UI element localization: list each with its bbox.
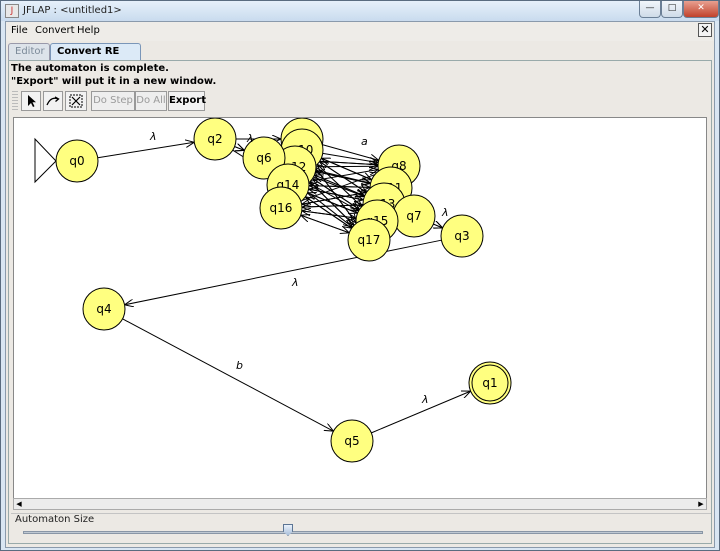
- automaton-size-label: Automaton Size: [15, 514, 95, 525]
- title-bar[interactable]: J JFLAP : <untitled1> — □ ✕: [1, 1, 719, 21]
- status-line-1: The automaton is complete.: [11, 63, 169, 74]
- deexpressionify-icon[interactable]: [65, 91, 87, 111]
- do-step-button[interactable]: Do Step: [91, 91, 135, 111]
- transition-q5-q1[interactable]: [371, 391, 470, 434]
- transition-label-q0-q2: λ: [149, 130, 157, 143]
- transition-q7-q3[interactable]: [433, 224, 442, 228]
- state-q4[interactable]: q4: [82, 287, 126, 331]
- automaton-canvas[interactable]: q9q10q12q6q14q16q8q11q13q7q15q17q2q3q0q4…: [13, 117, 707, 509]
- status-line-2: "Export" will put it in a new window.: [11, 76, 217, 87]
- transition-label-q9-q8: a: [361, 135, 368, 148]
- export-button[interactable]: Export: [168, 91, 206, 111]
- state-label-q16: q16: [270, 201, 293, 215]
- transition-q4-q5[interactable]: [122, 318, 334, 431]
- maximize-button[interactable]: □: [661, 1, 683, 18]
- tab-convert-re-to-nfa[interactable]: Convert RE to NFA: [50, 43, 141, 73]
- state-label-q17: q17: [358, 233, 381, 247]
- transition-q15-q16[interactable]: [302, 211, 357, 219]
- menu-bar: File Convert Help ✕: [6, 22, 714, 41]
- transition-q15-q12[interactable]: [313, 179, 360, 210]
- state-q0[interactable]: q0: [55, 139, 99, 183]
- automaton-size-slider-track[interactable]: [23, 531, 703, 534]
- state-label-q4: q4: [96, 302, 111, 316]
- transition-label-q2-q6: λ: [246, 132, 254, 145]
- automaton-size-slider-thumb[interactable]: [283, 524, 293, 536]
- transition-label-layer: λ λ b λ λ a λ: [149, 130, 449, 406]
- conversion-panel: The automaton is complete. "Export" will…: [8, 60, 712, 544]
- transition-q2-q6[interactable]: [234, 147, 245, 151]
- menu-file[interactable]: File: [11, 25, 28, 36]
- transition-q11-q10[interactable]: [321, 158, 372, 181]
- state-label-q3: q3: [454, 229, 469, 243]
- transition-q17-q16[interactable]: [301, 215, 350, 234]
- transition-q17-q14[interactable]: [305, 197, 352, 229]
- transition-q17-q10[interactable]: [315, 167, 357, 224]
- horizontal-scrollbar[interactable]: ◀ ▶: [13, 498, 707, 510]
- minimize-button[interactable]: —: [639, 1, 661, 18]
- transition-q9-q8[interactable]: [322, 144, 379, 161]
- transition-q10-q8[interactable]: [322, 152, 379, 162]
- transition-q17-q12[interactable]: [310, 182, 355, 226]
- state-q17[interactable]: q17: [347, 218, 391, 262]
- transition-label-q5-q1: λ: [421, 393, 429, 406]
- initial-state-marker: [34, 137, 57, 184]
- transition-q15-q14[interactable]: [307, 193, 358, 214]
- close-tab-icon[interactable]: ✕: [698, 23, 712, 37]
- do-all-button[interactable]: Do All: [135, 91, 167, 111]
- window-title: JFLAP : <untitled1>: [23, 5, 122, 16]
- close-button[interactable]: ✕: [683, 1, 719, 18]
- transition-q13-q10[interactable]: [320, 162, 367, 193]
- state-label-q0: q0: [69, 154, 84, 168]
- transition-label-q4-q5: b: [236, 359, 243, 372]
- state-label-q1: q1: [482, 376, 497, 390]
- transition-label-q3-q4: λ: [291, 276, 299, 289]
- state-label-q7: q7: [406, 209, 421, 223]
- state-q3[interactable]: q3: [440, 214, 484, 258]
- arrow-select-icon[interactable]: [21, 91, 41, 111]
- transition-q12-q8[interactable]: [315, 166, 378, 167]
- scroll-left-icon[interactable]: ◀: [16, 500, 22, 508]
- tab-editor[interactable]: Editor: [8, 43, 50, 60]
- toolbar-grip[interactable]: [12, 91, 18, 111]
- transition-q0-q2[interactable]: [97, 142, 195, 159]
- state-layer: q9q10q12q6q14q16q8q11q13q7q15q17q2q3q0q4…: [55, 118, 512, 463]
- state-q7[interactable]: q7: [392, 194, 436, 238]
- state-q16[interactable]: q16: [259, 186, 303, 230]
- state-q2[interactable]: q2: [193, 118, 237, 161]
- menu-help[interactable]: Help: [77, 25, 100, 36]
- state-label-q5: q5: [344, 434, 359, 448]
- client-area: File Convert Help ✕ Editor Convert RE to…: [5, 21, 715, 548]
- transition-q15-q10[interactable]: [317, 164, 363, 207]
- scroll-right-icon[interactable]: ▶: [698, 500, 704, 508]
- transition-label-q7-q3: λ: [441, 206, 449, 219]
- jflap-icon: J: [5, 4, 19, 18]
- state-q1[interactable]: q1: [468, 361, 512, 405]
- state-label-q2: q2: [207, 132, 222, 146]
- automaton-size-group: Automaton Size: [11, 513, 711, 542]
- state-label-q6: q6: [256, 151, 271, 165]
- transition-q3-q4[interactable]: [125, 239, 442, 305]
- state-q5[interactable]: q5: [330, 419, 374, 463]
- menu-convert[interactable]: Convert: [35, 25, 75, 36]
- transition-tool-icon[interactable]: [43, 91, 63, 111]
